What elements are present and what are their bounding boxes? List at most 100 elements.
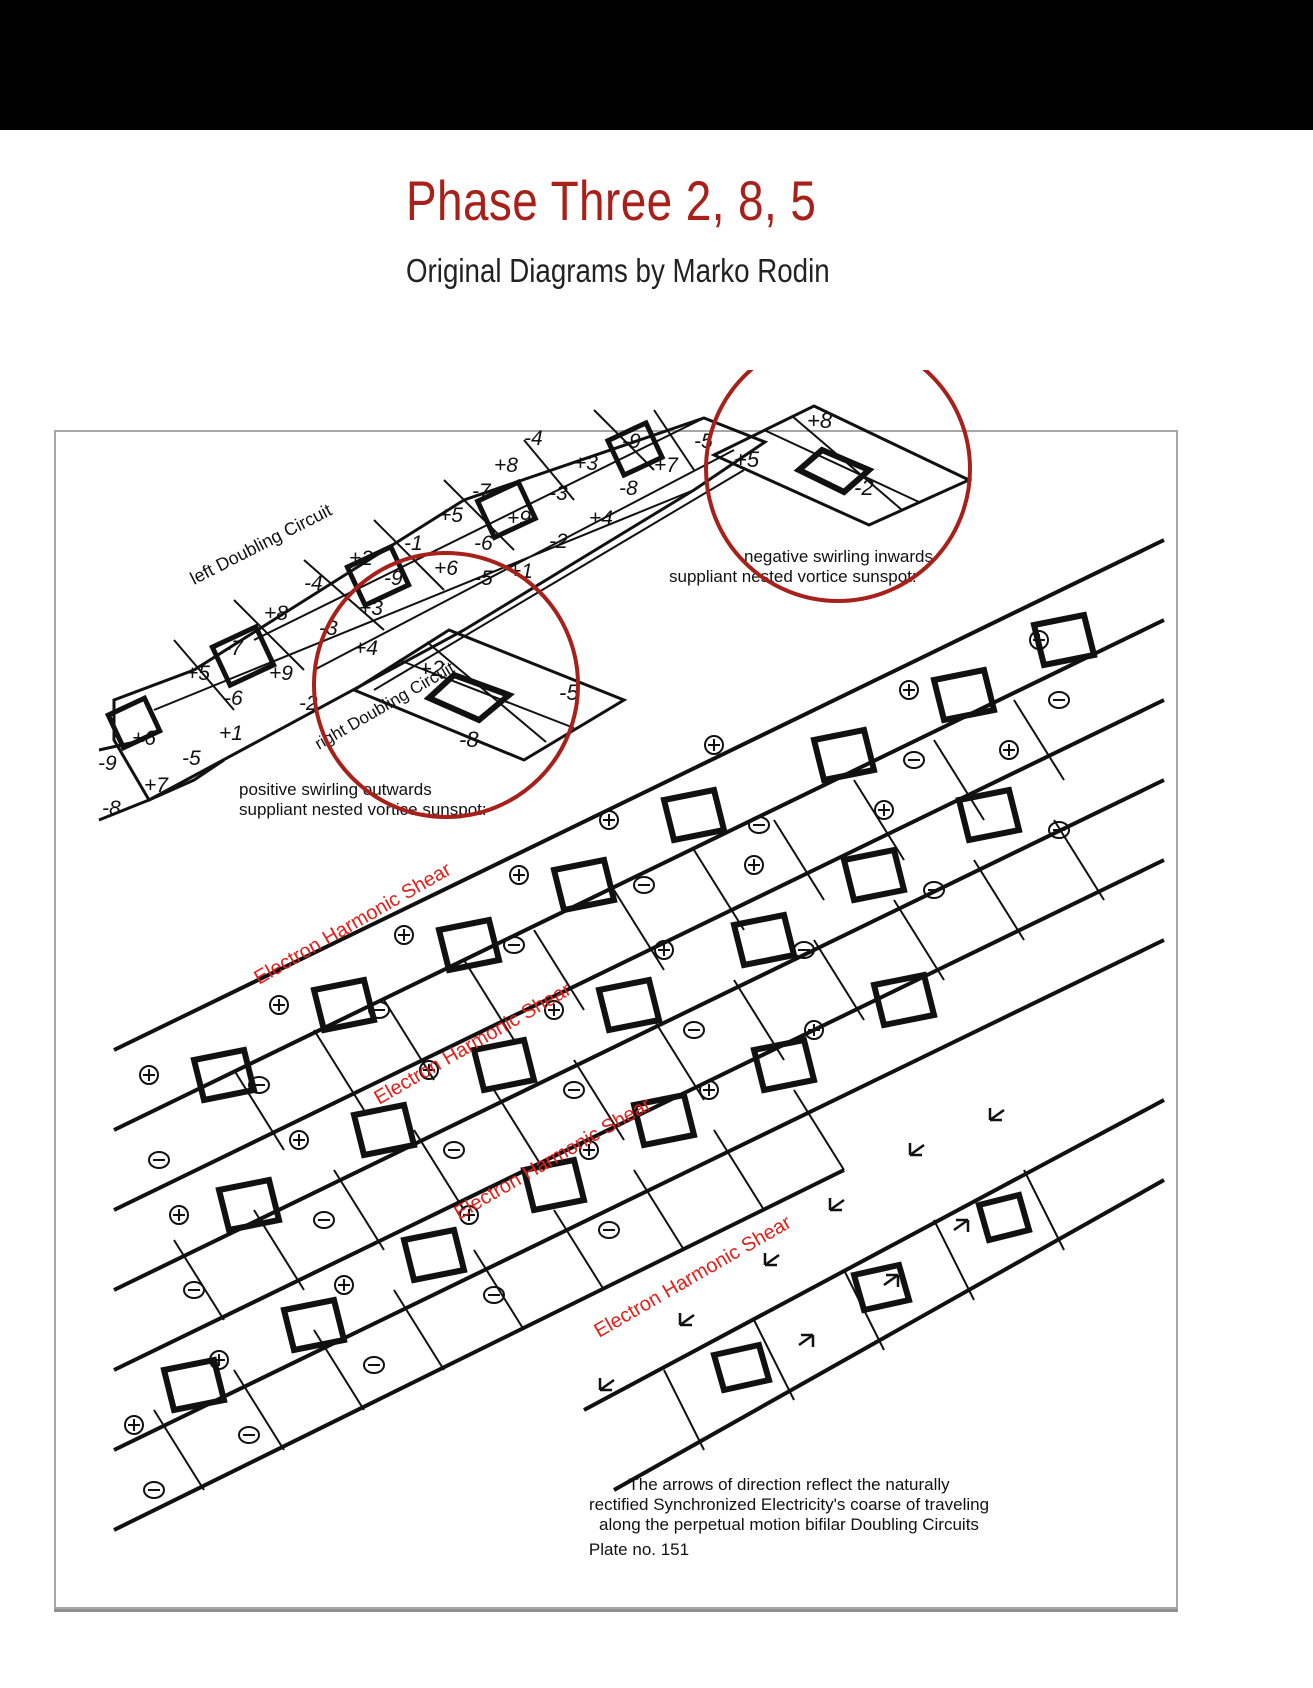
cell-label: -9 bbox=[384, 567, 403, 590]
cell-label: -5 bbox=[474, 567, 493, 590]
cell-label: +8 bbox=[494, 454, 518, 477]
minus-symbol bbox=[149, 1152, 169, 1168]
band-squares bbox=[164, 615, 1094, 1410]
cell-label: -1 bbox=[404, 532, 423, 555]
cell-label: -6 bbox=[474, 532, 493, 555]
cell-label: -9 bbox=[622, 430, 641, 453]
cell-label: +3 bbox=[574, 452, 598, 475]
cell-label: -7 bbox=[472, 480, 492, 503]
plus-symbol bbox=[140, 1066, 158, 1084]
minus-symbol bbox=[444, 1142, 464, 1158]
plus-symbol bbox=[600, 811, 618, 829]
minus-symbol bbox=[599, 1222, 619, 1238]
plus-symbol bbox=[700, 1081, 718, 1099]
band-square bbox=[664, 790, 724, 840]
minus-symbol bbox=[144, 1482, 164, 1498]
arrow-icon bbox=[884, 1275, 898, 1287]
plus-symbol bbox=[335, 1276, 353, 1294]
charge-symbols bbox=[125, 631, 1069, 1498]
cell-label: -5 bbox=[182, 747, 201, 770]
cell-label: +6 bbox=[132, 727, 156, 750]
plate-number: Plate no. 151 bbox=[589, 1540, 689, 1559]
arrow-band-square bbox=[714, 1345, 769, 1390]
cell-label: -8 bbox=[102, 797, 121, 820]
band-square bbox=[754, 1040, 814, 1090]
positive-caption-line1: positive swirling outwards bbox=[239, 780, 432, 799]
minus-symbol bbox=[364, 1357, 384, 1373]
band-square bbox=[874, 975, 934, 1025]
arrow-band-square bbox=[854, 1265, 909, 1310]
cell-label: +3 bbox=[359, 597, 383, 620]
cell-label: +9 bbox=[507, 507, 531, 530]
band-square bbox=[734, 915, 794, 965]
plus-symbol bbox=[395, 926, 413, 944]
cell-label: +5 bbox=[186, 662, 210, 685]
minus-symbol bbox=[634, 877, 654, 893]
cell-label: -6 bbox=[224, 687, 243, 710]
cell-label: -8 bbox=[619, 477, 638, 500]
minus-symbol bbox=[239, 1427, 259, 1443]
band-square bbox=[284, 1300, 344, 1350]
neg-right-label: -2 bbox=[854, 475, 874, 500]
cell-label: -4 bbox=[524, 427, 543, 450]
minus-symbol bbox=[749, 817, 769, 833]
arrow-icon bbox=[680, 1313, 694, 1325]
plus-symbol bbox=[270, 996, 288, 1014]
arrow-icon bbox=[830, 1198, 844, 1210]
band-square bbox=[934, 670, 994, 720]
band-square bbox=[599, 980, 659, 1030]
plus-symbol bbox=[900, 681, 918, 699]
minus-symbol bbox=[504, 937, 524, 953]
page-title: Phase Three 2, 8, 5 bbox=[406, 168, 816, 233]
negative-sunspot-diamond: +8 +5 -2 bbox=[714, 406, 969, 525]
arrow-icon bbox=[765, 1253, 779, 1265]
plus-symbol bbox=[510, 866, 528, 884]
neg-left-label: +5 bbox=[734, 447, 760, 472]
band-square bbox=[439, 920, 499, 970]
band-square bbox=[844, 850, 904, 900]
minus-symbol bbox=[184, 1282, 204, 1298]
arrow-icon bbox=[600, 1378, 614, 1390]
minus-symbol bbox=[684, 1022, 704, 1038]
shear-label-1: Electron Harmonic Shear bbox=[251, 858, 456, 989]
direction-arrows bbox=[600, 1108, 1004, 1390]
band-square bbox=[404, 1230, 464, 1280]
plus-symbol bbox=[1000, 741, 1018, 759]
shear-label-4: Electron Harmonic Shear bbox=[591, 1211, 796, 1342]
band-square bbox=[314, 980, 374, 1030]
minus-symbol bbox=[1049, 692, 1069, 708]
page-subtitle: Original Diagrams by Marko Rodin bbox=[406, 252, 830, 290]
plus-symbol bbox=[745, 856, 763, 874]
cell-label: +8 bbox=[264, 602, 288, 625]
band-square bbox=[959, 790, 1019, 840]
cell-label: +4 bbox=[354, 637, 378, 660]
shear-label-2: Electron Harmonic Shear bbox=[371, 978, 576, 1109]
cell-label: -4 bbox=[304, 572, 323, 595]
plus-symbol bbox=[875, 801, 893, 819]
negative-caption-line1: negative swirling inwards bbox=[744, 547, 933, 566]
neg-top-label: +8 bbox=[807, 408, 833, 433]
cell-label: +7 bbox=[654, 454, 679, 477]
cell-label: +4 bbox=[589, 507, 613, 530]
pos-bottom-label: -8 bbox=[459, 727, 479, 752]
cell-label: +2 bbox=[349, 547, 373, 570]
top-black-bar bbox=[0, 0, 1313, 130]
shear-band-2 bbox=[114, 780, 1164, 1370]
arrow-icon bbox=[910, 1143, 924, 1155]
plus-symbol bbox=[705, 736, 723, 754]
plus-symbol bbox=[170, 1206, 188, 1224]
bottom-caption: The arrows of direction reflect the natu… bbox=[589, 1475, 989, 1559]
cell-label: +1 bbox=[219, 722, 243, 745]
caption-line-3: along the perpetual motion bifilar Doubl… bbox=[599, 1515, 979, 1534]
cell-label: +7 bbox=[144, 774, 169, 797]
cell-label: +9 bbox=[269, 662, 293, 685]
cell-label: -9 bbox=[98, 752, 117, 775]
plus-symbol bbox=[805, 1021, 823, 1039]
band-square bbox=[354, 1105, 414, 1155]
caption-line-1: The arrows of direction reflect the natu… bbox=[628, 1475, 950, 1494]
cell-label: +5 bbox=[439, 504, 463, 527]
minus-symbol bbox=[904, 752, 924, 768]
plus-symbol bbox=[290, 1131, 308, 1149]
caption-line-2: rectified Synchronized Electricity's coa… bbox=[589, 1495, 989, 1514]
negative-caption-line2: suppliant nested vortice sunspot: bbox=[669, 567, 917, 586]
